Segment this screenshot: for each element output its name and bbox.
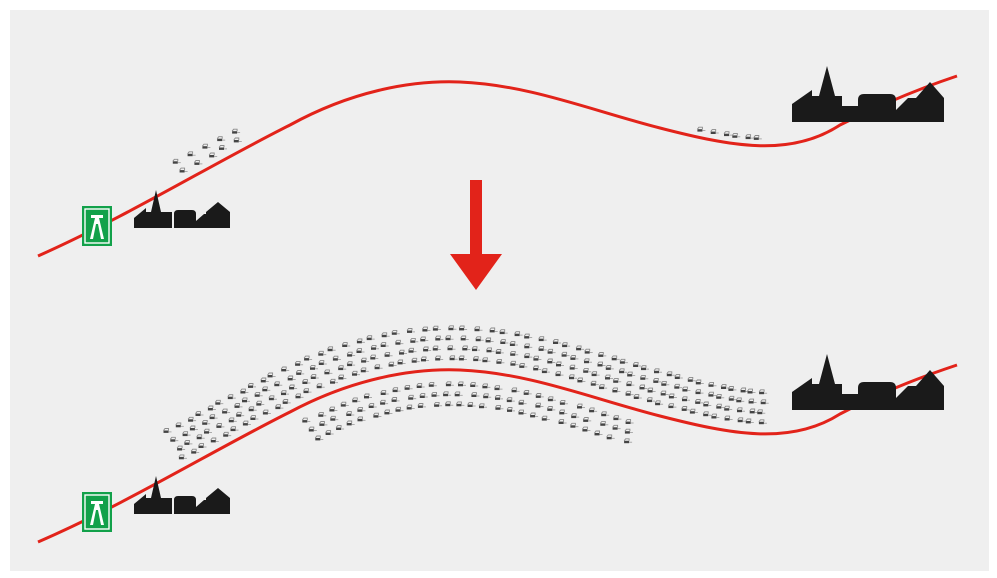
- motorway-sign-icon: [82, 492, 112, 532]
- diagram-canvas: [10, 10, 989, 571]
- urban-sprawl-diagram: [10, 10, 989, 571]
- motorway-sign-icon: [82, 206, 112, 246]
